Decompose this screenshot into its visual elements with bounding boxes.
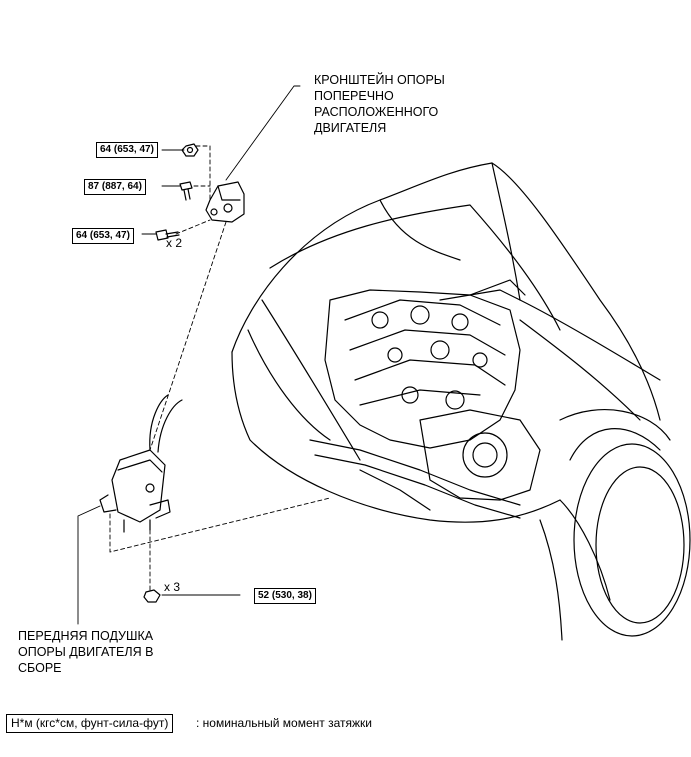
bracket-callout-line-2: ПОПЕРЕЧНО bbox=[314, 89, 394, 103]
legend-description: : номинальный момент затяжки bbox=[196, 716, 372, 730]
mount-callout-label: ПЕРЕДНЯЯ ПОДУШКА ОПОРЫ ДВИГАТЕЛЯ В СБОРЕ bbox=[18, 628, 153, 676]
bracket-callout-label: КРОНШТЕЙН ОПОРЫ ПОПЕРЕЧНО РАСПОЛОЖЕННОГО… bbox=[314, 72, 445, 136]
bracket-callout-line-4: ДВИГАТЕЛЯ bbox=[314, 121, 387, 135]
fastener-bolt-mid bbox=[179, 181, 193, 201]
leader-lines bbox=[77, 85, 301, 625]
engine-mount-illustration bbox=[99, 394, 183, 533]
mount-callout-line-2: ОПОРЫ ДВИГАТЕЛЯ В bbox=[18, 645, 154, 659]
bracket-callout-line-3: РАСПОЛОЖЕННОГО bbox=[314, 105, 439, 119]
torque-spec-nut-bottom: 52 (530, 38) bbox=[254, 588, 316, 604]
mount-callout-line-1: ПЕРЕДНЯЯ ПОДУШКА bbox=[18, 629, 154, 643]
assembly-lines bbox=[109, 145, 331, 591]
quantity-nut-bottom: x 3 bbox=[164, 580, 181, 594]
mount-callout-line-3: СБОРЕ bbox=[18, 661, 62, 675]
legend-unit-box: Н*м (кгс*см, фунт-сила-фут) bbox=[6, 714, 174, 733]
fastener-nut-bottom bbox=[143, 589, 161, 603]
bracket-callout-line-1: КРОНШТЕЙН ОПОРЫ bbox=[314, 73, 445, 87]
quantity-bolt-low: x 2 bbox=[166, 236, 183, 250]
engine-assembly-illustration bbox=[309, 279, 541, 519]
torque-spec-bolt-mid: 87 (887, 64) bbox=[84, 179, 146, 195]
bracket-part-illustration bbox=[205, 181, 245, 223]
car-body-illustration bbox=[231, 162, 691, 641]
fastener-bolt-low bbox=[155, 229, 180, 241]
torque-spec-bolt-low: 64 (653, 47) bbox=[72, 228, 134, 244]
torque-spec-nut-top: 64 (653, 47) bbox=[96, 142, 158, 158]
